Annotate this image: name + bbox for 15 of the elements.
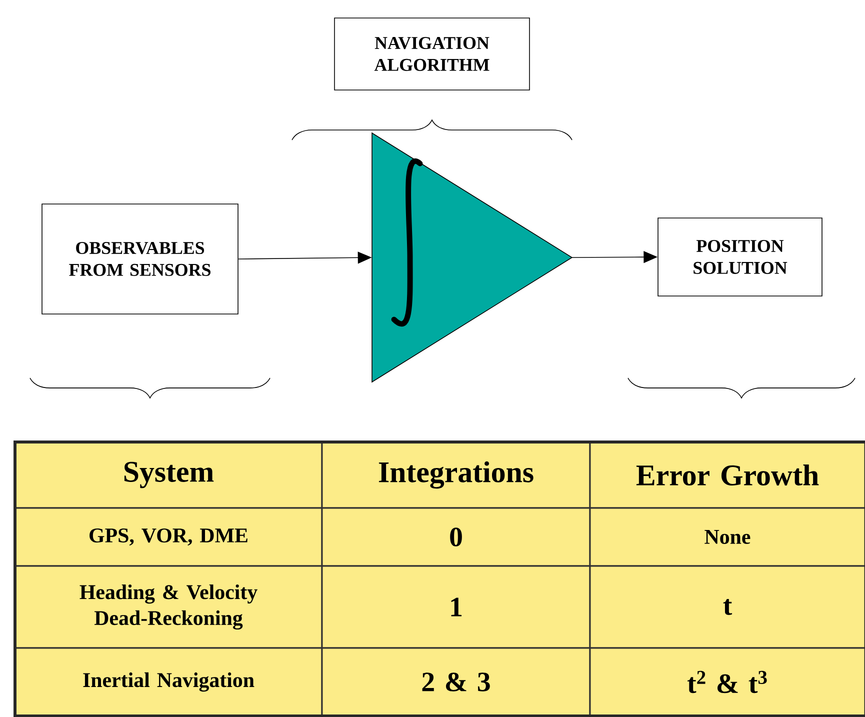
table-cell: Inertial Navigation <box>14 647 323 717</box>
table-cell: t$^{2}$ & t$^{3}$ <box>589 647 865 717</box>
table-cell: Error Growth <box>589 441 865 509</box>
table-cell: GPS, VOR, DME <box>14 507 323 567</box>
table-cell: 0 <box>321 507 591 567</box>
text-box: NAVIGATION ALGORITHM <box>334 18 530 90</box>
text-box: POSITION SOLUTION <box>658 218 822 296</box>
table-cell: None <box>589 507 865 567</box>
table-cell: Integrations <box>321 441 591 509</box>
table-cell: Heading & Velocity Dead-Reckoning <box>14 565 323 649</box>
table-cell: 2 & 3 <box>321 647 591 717</box>
table-cell: System <box>14 441 323 509</box>
table-cell: t <box>589 565 865 649</box>
text-box: OBSERVABLES FROM SENSORS <box>42 204 238 314</box>
table-cell: 1 <box>321 565 591 649</box>
